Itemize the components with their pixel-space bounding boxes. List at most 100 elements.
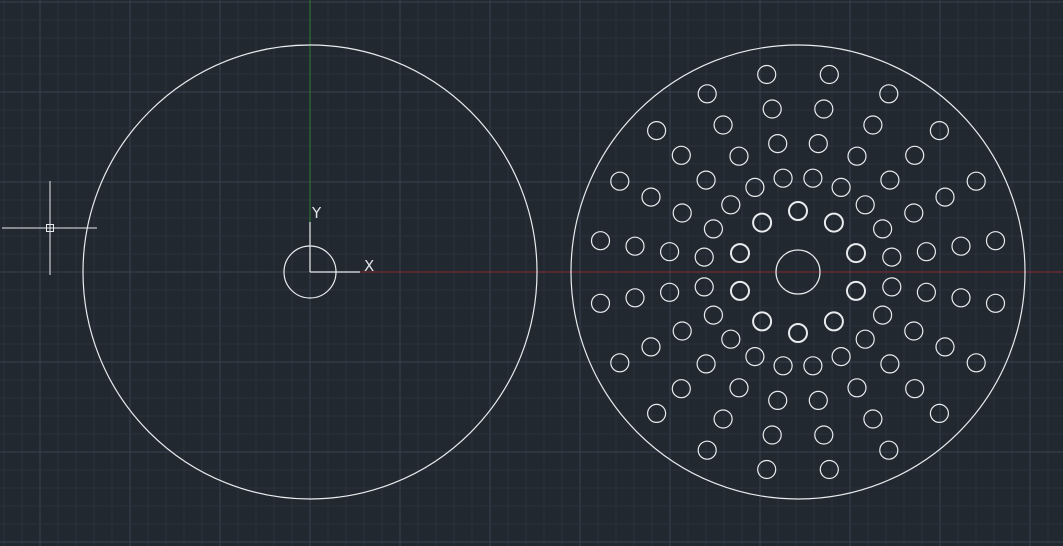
perforation-hole[interactable] xyxy=(872,219,893,239)
crosshair-cursor xyxy=(2,181,97,275)
perforation-hole[interactable] xyxy=(694,247,714,267)
perforation-hole[interactable] xyxy=(625,288,645,308)
perforation-hole[interactable] xyxy=(831,177,851,197)
perforation-hole[interactable] xyxy=(855,329,875,349)
perforation-hole[interactable] xyxy=(904,203,924,223)
perforation-hole[interactable] xyxy=(904,321,924,341)
perforation-hole[interactable] xyxy=(808,390,828,410)
perforation-hole[interactable] xyxy=(879,440,899,460)
perforation-hole[interactable] xyxy=(929,403,950,423)
perforation-hole[interactable] xyxy=(641,187,661,207)
perforation-hole[interactable] xyxy=(694,277,714,297)
perforation-hole[interactable] xyxy=(819,64,839,85)
perforation-hole[interactable] xyxy=(916,242,937,262)
perforation-hole[interactable] xyxy=(730,280,750,301)
right-plate-outline[interactable] xyxy=(570,44,1026,500)
perforation-hole[interactable] xyxy=(752,212,773,233)
ucs-icon: X Y xyxy=(309,204,374,275)
perforation-hole[interactable] xyxy=(880,170,900,190)
perforation-hole[interactable] xyxy=(872,305,893,325)
perforation-hole[interactable] xyxy=(935,337,955,357)
perforation-hole[interactable] xyxy=(590,293,611,313)
perforation-hole[interactable] xyxy=(659,282,680,302)
perforation-hole[interactable] xyxy=(846,243,866,264)
perforation-hole[interactable] xyxy=(768,134,788,154)
perforation-hole[interactable] xyxy=(703,219,724,239)
perforation-hole[interactable] xyxy=(966,171,986,191)
perforation-hole[interactable] xyxy=(752,311,773,332)
perforation-hole[interactable] xyxy=(729,146,749,166)
perforation-hole[interactable] xyxy=(672,203,692,223)
perforation-hole[interactable] xyxy=(985,293,1006,313)
perforation-hole[interactable] xyxy=(762,425,782,445)
perforation-hole[interactable] xyxy=(966,353,986,373)
perforation-holes[interactable] xyxy=(590,64,1006,480)
right-perforated-plate[interactable] xyxy=(570,44,1026,500)
perforation-hole[interactable] xyxy=(773,356,793,376)
perforation-hole[interactable] xyxy=(905,145,925,165)
perforation-hole[interactable] xyxy=(823,311,844,332)
perforation-hole[interactable] xyxy=(855,195,875,215)
perforation-hole[interactable] xyxy=(879,84,899,104)
perforation-hole[interactable] xyxy=(808,134,828,154)
perforation-hole[interactable] xyxy=(697,84,717,104)
perforation-hole[interactable] xyxy=(625,236,645,256)
perforation-hole[interactable] xyxy=(846,280,866,301)
perforation-hole[interactable] xyxy=(905,379,925,399)
perforation-hole[interactable] xyxy=(646,403,667,423)
perforation-hole[interactable] xyxy=(951,236,971,256)
perforation-hole[interactable] xyxy=(935,187,955,207)
perforation-hole[interactable] xyxy=(814,99,834,119)
perforation-hole[interactable] xyxy=(671,145,691,165)
perforation-hole[interactable] xyxy=(610,171,630,191)
perforation-hole[interactable] xyxy=(823,212,844,233)
perforation-hole[interactable] xyxy=(757,64,777,85)
perforation-hole[interactable] xyxy=(713,409,733,429)
perforation-hole[interactable] xyxy=(671,379,691,399)
perforation-hole[interactable] xyxy=(882,277,902,297)
perforation-hole[interactable] xyxy=(610,353,630,373)
perforation-hole[interactable] xyxy=(696,354,716,374)
perforation-hole[interactable] xyxy=(697,440,717,460)
perforation-hole[interactable] xyxy=(819,459,839,480)
perforation-hole[interactable] xyxy=(757,459,777,480)
ucs-x-label: X xyxy=(364,257,374,275)
perforation-hole[interactable] xyxy=(672,321,692,341)
perforation-hole[interactable] xyxy=(721,329,741,349)
perforation-hole[interactable] xyxy=(745,347,765,367)
perforation-hole[interactable] xyxy=(590,231,611,251)
perforation-hole[interactable] xyxy=(646,121,667,141)
perforation-hole[interactable] xyxy=(641,337,661,357)
perforation-hole[interactable] xyxy=(803,168,823,188)
perforation-hole[interactable] xyxy=(696,170,716,190)
perforation-hole[interactable] xyxy=(863,409,883,429)
perforation-hole[interactable] xyxy=(745,177,765,197)
perforation-hole[interactable] xyxy=(831,347,851,367)
right-center-hole[interactable] xyxy=(775,249,821,295)
perforation-hole[interactable] xyxy=(659,242,680,262)
perforation-hole[interactable] xyxy=(916,282,937,302)
perforation-hole[interactable] xyxy=(985,231,1006,251)
perforation-hole[interactable] xyxy=(788,323,808,343)
perforation-hole[interactable] xyxy=(803,356,823,376)
perforation-hole[interactable] xyxy=(847,146,867,166)
perforation-hole[interactable] xyxy=(730,243,750,264)
perforation-hole[interactable] xyxy=(773,168,793,188)
perforation-hole[interactable] xyxy=(713,115,733,135)
perforation-hole[interactable] xyxy=(703,305,724,325)
perforation-hole[interactable] xyxy=(951,288,971,308)
left-plate-outline[interactable] xyxy=(82,44,538,500)
perforation-hole[interactable] xyxy=(847,378,867,398)
perforation-hole[interactable] xyxy=(929,121,950,141)
perforation-hole[interactable] xyxy=(882,247,902,267)
perforation-hole[interactable] xyxy=(721,195,741,215)
perforation-hole[interactable] xyxy=(863,115,883,135)
perforation-hole[interactable] xyxy=(880,354,900,374)
perforation-hole[interactable] xyxy=(729,378,749,398)
perforation-hole[interactable] xyxy=(788,201,808,221)
perforation-hole[interactable] xyxy=(814,425,834,445)
perforation-hole[interactable] xyxy=(762,99,782,119)
perforation-hole[interactable] xyxy=(768,390,788,410)
